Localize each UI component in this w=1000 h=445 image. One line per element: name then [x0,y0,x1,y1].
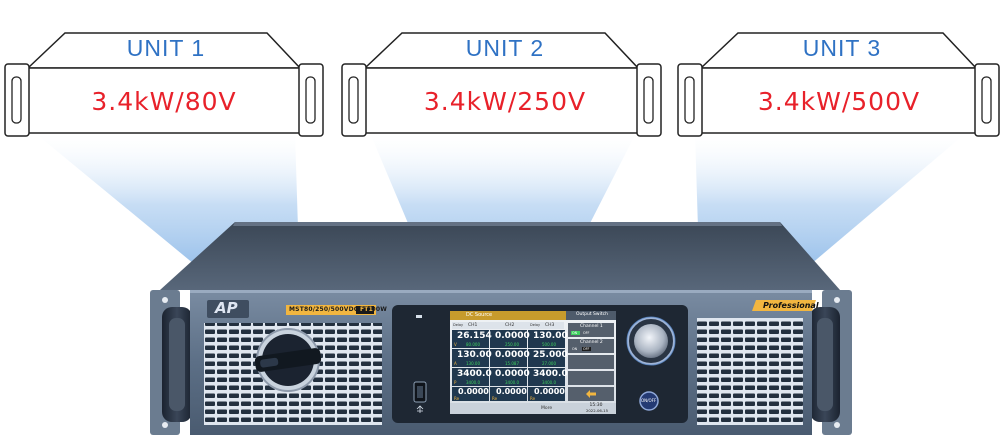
channel-2-button-label: Channel 2 [580,340,603,345]
lcd-header-right [566,311,616,320]
side-button-3[interactable] [568,355,614,369]
rack-screw [162,422,168,428]
rack-screw [834,422,840,428]
ch2-voltage-readback: 250.00 [505,342,519,347]
channel-2-button[interactable] [568,339,614,353]
channel-1-on-label: ON [572,331,578,335]
rack-screw [162,297,168,303]
unit-letter-a: A [454,361,457,366]
lcd-header-bar [450,311,566,320]
ch1-current-readback: 130.00 [466,361,480,366]
ch3-bottom-label: Re [530,396,536,401]
brand-logo-plate [207,300,249,318]
ch3-bottom-value: 0.0000 [534,387,565,396]
channel-2-off-chip [582,347,591,351]
instrument-top-cover [160,222,840,290]
onoff-button[interactable] [639,391,659,411]
instrument-top-highlight [233,222,782,226]
ch2-power-readback: 3400.0 [505,380,519,385]
ch3-power: 3400.0 [533,369,568,379]
ch2-current-readback: 15.087 [505,361,519,366]
unit-3-spec: 3.4kW/500V [757,87,921,116]
ch3-power-readback: 3400.0 [542,380,556,385]
channel-2-on-label: ON [572,347,578,351]
unit-1-title: UNIT 1 [126,35,206,61]
unit-3-chassis [677,32,1000,137]
usb-port[interactable] [413,381,427,403]
channel-1-tag: Delay [453,323,464,327]
model-badge-text: FT1 [360,306,373,313]
channel-3-tag: Delay [530,323,541,327]
onoff-label: ON/OFF [641,398,657,403]
ch3-current-readback: 27.000 [542,361,556,366]
channel-1-off-label: OFF [583,331,590,335]
unit-letter-p: P [454,380,457,385]
ch3-current: 25.000 [533,350,568,360]
ch3-voltage-readback: 500.00 [542,342,556,347]
ch1-bottom-value: 0.0000 [458,387,489,396]
lcd-output-switch-label: Output Switch [576,312,608,317]
right-handle-grip [817,318,833,411]
power-switch[interactable] [254,328,322,392]
ch1-bottom-label: Re [454,396,460,401]
unit-2-chassis [341,32,662,137]
lcd-status-bar [450,403,616,414]
lcd-more-label[interactable]: More [541,406,553,411]
ch2-voltage: 0.0000 [495,331,530,341]
channel-header-row [452,322,564,329]
channel-1-button-label: Channel 1 [580,324,603,329]
unit-letter-v: V [454,342,457,347]
lcd-side-buttons [568,323,614,401]
ch1-voltage-readback: 80.000 [466,342,480,347]
unit-2-spec: 3.4kW/250V [423,87,587,116]
right-vent-grille [697,318,803,425]
lcd-date: 2022-06-15 [585,408,609,413]
lcd-app-title: DC Source [466,312,493,318]
ch2-current: 0.0000 [495,350,530,360]
front-panel-edge [190,290,812,293]
indicator-led [416,315,422,318]
channel-2-off-label: OFF [583,347,590,351]
ch1-power-readback: 3400.0 [466,380,480,385]
professional-badge [752,300,816,311]
ch1-current: 130.00 [457,350,492,360]
lcd-data-grid [452,330,565,401]
ch3-voltage: 130.00 [533,331,568,341]
ch1-power: 3400.0 [457,369,492,379]
back-arrow-icon [586,390,596,398]
left-handle-grip [169,318,185,411]
ch2-bottom-value: 0.0000 [496,387,527,396]
brand-logo: AP [215,299,238,317]
ch2-power: 0.0000 [495,369,530,379]
channel-2-name: CH2 [505,323,515,328]
channel-3-name: CH3 [545,323,555,328]
professional-badge-text: Professional [763,301,819,310]
unit-1-spec: 3.4kW/80V [91,87,237,116]
unit-2-title: UNIT 2 [465,35,545,61]
unit-1-chassis [4,32,324,137]
unit-3-title: UNIT 3 [802,35,882,61]
model-label-strip [286,305,376,315]
rotary-encoder-knob[interactable] [626,316,676,366]
ch2-bottom-label: Re [492,396,498,401]
channel-1-on-chip [571,331,580,335]
usb-icon [416,405,424,413]
model-badge [356,306,374,314]
rack-screw [834,297,840,303]
ch1-voltage: 26.154 [457,331,492,341]
side-button-4[interactable] [568,371,614,385]
channel-1-name: CH1 [468,323,478,328]
model-label: MST80/250/500VDC10000W [289,306,388,313]
lcd-time: 15:30 [589,403,603,408]
